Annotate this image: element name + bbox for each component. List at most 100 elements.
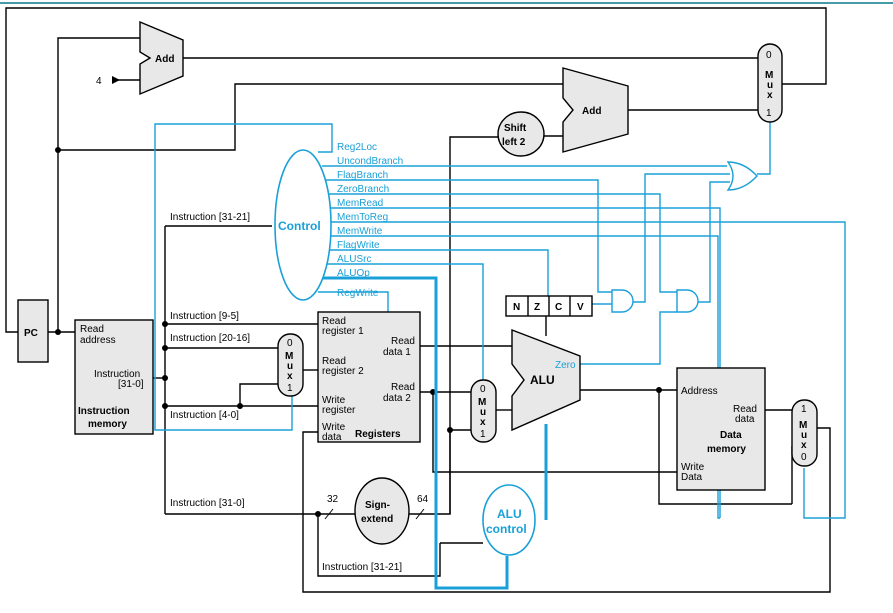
flag-v: V	[577, 302, 584, 313]
signal-memtoreg: MemToReg	[337, 212, 388, 223]
svg-text:Shift: Shift	[504, 123, 527, 134]
svg-text:Instruction [31-21]: Instruction [31-21]	[170, 212, 250, 223]
svg-text:1: 1	[766, 108, 772, 119]
and-gate-zero	[676, 289, 699, 313]
pc-register: PC	[17, 299, 49, 363]
control-signal-labels: Reg2Loc UncondBranch FlagBranch ZeroBran…	[337, 142, 403, 299]
svg-text:register 2: register 2	[322, 366, 364, 377]
svg-text:left 2: left 2	[502, 137, 526, 148]
svg-text:M: M	[799, 420, 807, 431]
alu: ALU Zero	[511, 328, 581, 432]
svg-text:0: 0	[766, 50, 772, 61]
svg-text:Write: Write	[322, 422, 346, 433]
branch-adder: Add	[562, 67, 629, 153]
signal-memread: MemRead	[337, 198, 383, 209]
signal-uncondbranch: UncondBranch	[337, 156, 403, 167]
svg-text:[31-0]: [31-0]	[118, 379, 144, 390]
alusrc-mux: 0 M u x 1	[470, 379, 497, 443]
svg-text:Add: Add	[155, 54, 174, 65]
svg-text:Address: Address	[681, 386, 718, 397]
svg-text:data 2: data 2	[383, 393, 411, 404]
svg-text:1: 1	[480, 429, 486, 440]
svg-text:32: 32	[327, 494, 339, 505]
alu-control: ALU control	[482, 484, 536, 556]
flags-register: N Z C V	[505, 295, 593, 317]
svg-text:address: address	[80, 335, 116, 346]
svg-text:u: u	[480, 407, 486, 418]
svg-text:Read: Read	[322, 356, 346, 367]
svg-text:Read: Read	[391, 382, 415, 393]
svg-text:data 1: data 1	[383, 347, 411, 358]
flag-n: N	[513, 302, 520, 313]
svg-text:Control: Control	[278, 219, 321, 233]
signal-reg2loc: Reg2Loc	[337, 142, 377, 153]
svg-text:Instruction: Instruction	[78, 406, 130, 417]
svg-text:Read: Read	[391, 336, 415, 347]
aluop-wire	[322, 276, 509, 590]
svg-text:Instruction [4-0]: Instruction [4-0]	[170, 410, 239, 421]
svg-text:Read: Read	[80, 324, 104, 335]
register-mux: 0 M u x 1	[277, 333, 304, 397]
pc-mux: 0 M u x 1	[757, 43, 783, 123]
svg-text:u: u	[801, 430, 807, 441]
wire-junctions	[55, 147, 662, 517]
svg-text:u: u	[767, 80, 773, 91]
or-gate	[726, 161, 758, 191]
svg-text:x: x	[767, 90, 773, 101]
svg-text:ALU: ALU	[497, 507, 522, 521]
flag-z: Z	[534, 302, 540, 313]
signal-zerobranch: ZeroBranch	[337, 184, 389, 195]
svg-text:data: data	[322, 432, 342, 443]
svg-text:M: M	[478, 397, 486, 408]
svg-text:Data: Data	[720, 430, 742, 441]
signal-flagwrite: FlagWrite	[337, 240, 380, 251]
svg-text:Zero: Zero	[555, 360, 576, 371]
signal-memwrite: MemWrite	[337, 226, 383, 237]
svg-text:Instruction [20-16]: Instruction [20-16]	[170, 333, 250, 344]
sign-extend: Sign- extend 32 64	[327, 477, 429, 545]
svg-text:ALU: ALU	[530, 373, 555, 387]
svg-text:Sign-: Sign-	[365, 500, 390, 511]
svg-text:Add: Add	[582, 106, 601, 117]
svg-text:memory: memory	[707, 444, 746, 455]
svg-text:64: 64	[417, 494, 429, 505]
svg-text:data: data	[735, 414, 755, 425]
data-memory: Address Read data Write Data Data memory	[676, 367, 766, 491]
instruction-memory: Read address Instruction [31-0] Instruct…	[74, 319, 154, 435]
svg-text:0: 0	[287, 338, 293, 349]
svg-text:register: register	[322, 405, 356, 416]
svg-text:M: M	[285, 351, 293, 362]
svg-text:Registers: Registers	[355, 429, 401, 440]
svg-text:Read: Read	[733, 404, 757, 415]
svg-text:extend: extend	[361, 514, 393, 525]
svg-text:Write: Write	[322, 395, 346, 406]
shift-left-2: Shift left 2	[497, 111, 545, 157]
signal-flagbranch: FlagBranch	[337, 170, 388, 181]
svg-text:PC: PC	[24, 328, 38, 339]
and-gate-flag	[611, 289, 634, 313]
svg-text:0: 0	[480, 384, 486, 395]
svg-text:x: x	[480, 417, 486, 428]
svg-text:x: x	[287, 371, 293, 382]
svg-text:control: control	[486, 522, 527, 536]
svg-text:Instruction: Instruction	[94, 369, 140, 380]
svg-text:Instruction [9-5]: Instruction [9-5]	[170, 311, 239, 322]
svg-text:0: 0	[801, 452, 807, 463]
svg-text:Instruction [31-0]: Instruction [31-0]	[170, 498, 245, 509]
svg-text:register 1: register 1	[322, 326, 364, 337]
signal-aluop: ALUOp	[337, 268, 370, 279]
svg-text:u: u	[287, 361, 293, 372]
svg-text:Data: Data	[681, 472, 703, 483]
datapath-wires	[5, 7, 831, 593]
pc-adder: Add	[139, 20, 184, 96]
register-file: Read register 1 Read register 2 Write re…	[317, 311, 421, 443]
control-unit: Control	[274, 149, 332, 301]
svg-text:Write: Write	[681, 462, 705, 473]
svg-text:1: 1	[287, 383, 293, 394]
constant-four: 4	[96, 76, 102, 87]
control-wires	[154, 118, 846, 519]
svg-text:memory: memory	[88, 419, 127, 430]
writeback-mux: 1 M u x 0	[791, 399, 818, 467]
